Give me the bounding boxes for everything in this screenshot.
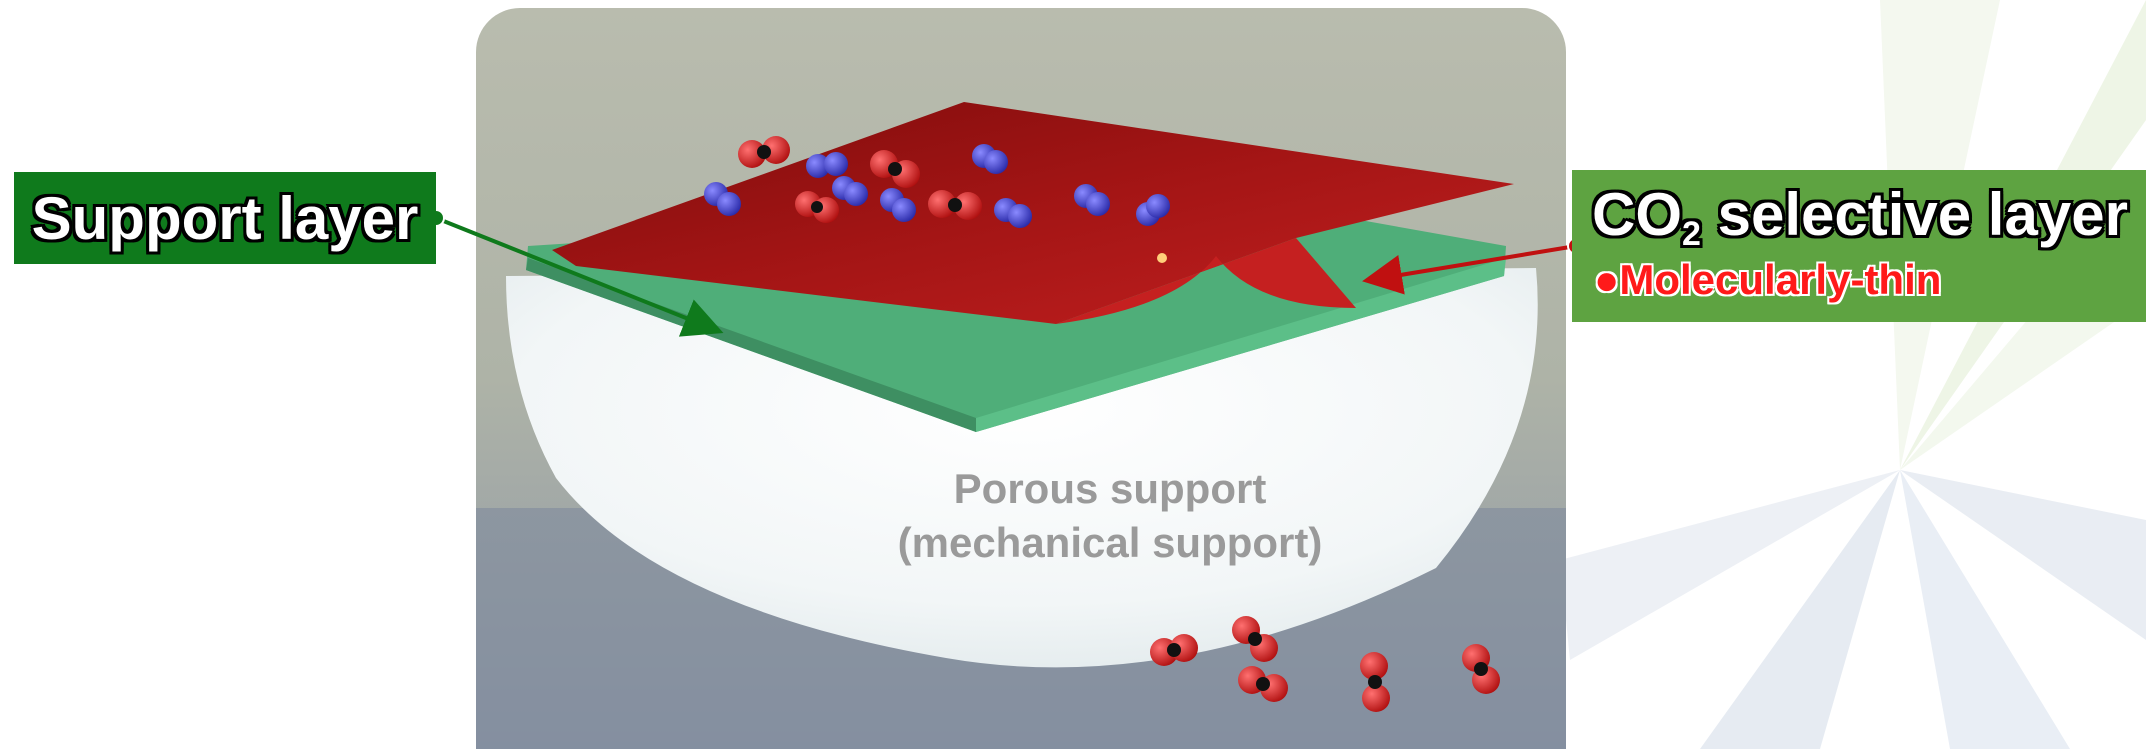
co2-selective-layer-label-box: CO2 selective layer ●Molecularly-thin	[1572, 170, 2146, 322]
molecularly-thin-label: ●Molecularly-thin	[1594, 256, 1941, 304]
co2-selective-layer-title: CO2 selective layer	[1592, 180, 2128, 254]
co2-suffix: selective layer	[1700, 181, 2128, 248]
co2-subscript: 2	[1682, 215, 1701, 253]
red-bullet-icon: ●	[1594, 256, 1620, 303]
co2-prefix: CO	[1592, 181, 1682, 248]
support-layer-label-box: Support layer	[14, 172, 436, 264]
selective-layer	[552, 102, 1514, 324]
porous-support	[506, 268, 1538, 668]
gas-molecules-top	[704, 136, 1170, 228]
molecularly-thin-text: Molecularly-thin	[1619, 256, 1942, 303]
co2-molecules-permeated	[1150, 616, 1500, 712]
porous-support-line1: Porous support	[953, 465, 1267, 512]
support-layer-label: Support layer	[31, 184, 419, 252]
porous-support-line2: (mechanical support)	[897, 519, 1323, 566]
membrane-illustration	[476, 8, 1566, 749]
porous-support-label: Porous support (mechanical support)	[830, 462, 1390, 570]
